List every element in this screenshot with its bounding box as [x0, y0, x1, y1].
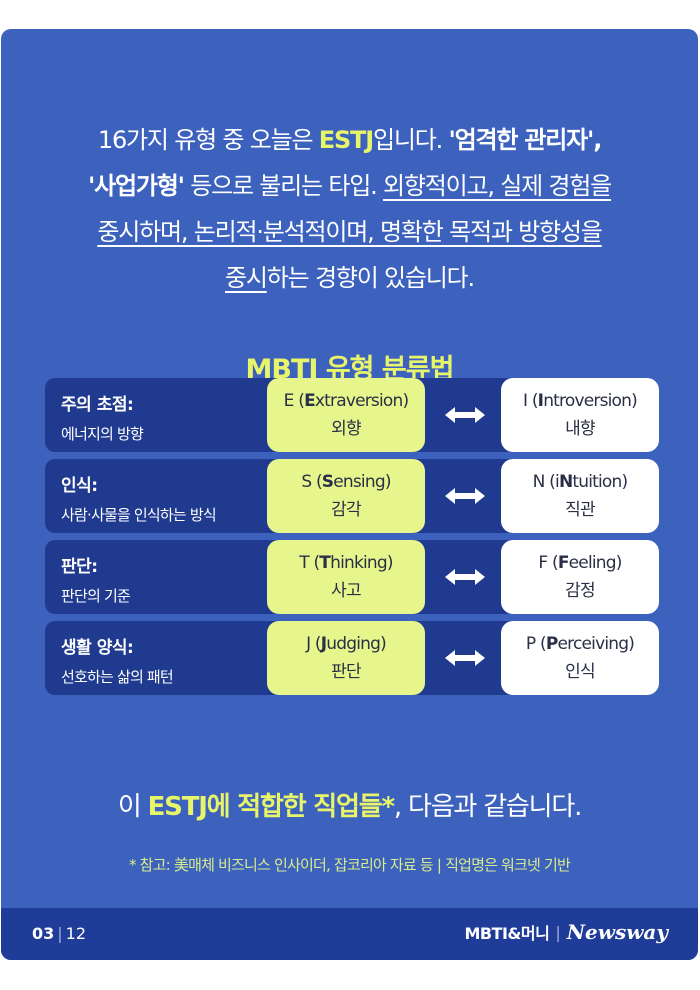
trait-korean: 사고 [331, 581, 361, 601]
trait-letter: F ( [538, 553, 558, 573]
trait-letter: N (i [532, 472, 560, 492]
trait-letter: I ( [523, 391, 538, 411]
trait-letter: S ( [301, 472, 322, 492]
trait-initial: S [321, 472, 334, 492]
nickname: '사업가형' [87, 172, 185, 200]
trait-initial: N [558, 472, 573, 492]
trait-letter: J ( [306, 634, 321, 654]
trait-letter: E ( [283, 391, 305, 411]
jobs-heading-highlight: ESTJ에 적합한 직업들* [147, 792, 395, 822]
trait-name: ntroversion) [543, 391, 638, 411]
trait-initial: J [320, 634, 327, 654]
double-arrow-icon [445, 569, 485, 585]
table-row: 인식: 사람·사물을 인식하는 방식 S (Sensing) 감각 N (iNtu… [45, 459, 659, 533]
double-arrow-icon [445, 488, 485, 504]
dimension-label: 인식: [61, 476, 98, 496]
double-arrow-icon [445, 407, 485, 423]
trait-letter: P ( [525, 634, 547, 654]
jobs-heading-part: 이 [117, 792, 148, 822]
dimension-label: 주의 초점: [61, 395, 134, 415]
table-row: 판단: 판단의 기준 T (Thinking) 사고 F (Feeling) 감정 [45, 540, 659, 614]
trait-korean: 외향 [331, 419, 361, 439]
series-logo: MBTI&머니 [464, 924, 550, 943]
trait-name: xtraversion) [314, 391, 409, 411]
intro-text: 16가지 유형 중 오늘은 ESTJ입니다. '엄격한 관리자', '사업가형'… [1, 117, 698, 301]
trait-initial: E [304, 391, 316, 411]
underlined-text: 중시하며, 논리적·분석적이며, 명확한 목적과 방향성을 [97, 218, 603, 246]
trait-left: E (Extraversion) 외향 [267, 378, 425, 452]
table-row: 생활 양식: 선호하는 삶의 패턴 J (Judging) 판단 P (Perce… [45, 621, 659, 695]
separator: | [555, 922, 561, 942]
current-page: 03 [32, 924, 55, 943]
underlined-text: 외향적이고, 실제 경험을 [382, 172, 612, 200]
trait-right: N (iNtuition) 직관 [501, 459, 659, 533]
trait-right: P (Perceiving) 인식 [501, 621, 659, 695]
trait-korean: 직관 [565, 500, 595, 520]
trait-right: F (Feeling) 감정 [501, 540, 659, 614]
trait-left: T (Thinking) 사고 [267, 540, 425, 614]
newsway-logo: Newsway [566, 920, 668, 944]
footer: 03|12 MBTI&머니|Newsway [1, 908, 698, 960]
jobs-heading-part: , 다음과 같습니다. [393, 792, 583, 822]
nickname: '엄격한 관리자', [448, 126, 602, 154]
trait-name: ensing) [333, 472, 391, 492]
intro-text-part: 등으로 불리는 타입. [183, 172, 383, 200]
card: 16가지 유형 중 오늘은 ESTJ입니다. '엄격한 관리자', '사업가형'… [1, 29, 698, 960]
trait-initial: T [319, 553, 331, 573]
type-highlight: ESTJ [318, 126, 374, 154]
trait-initial: I [537, 391, 544, 411]
trait-korean: 인식 [565, 662, 595, 682]
table-row: 주의 초점: 에너지의 방향 E (Extraversion) 외향 I (Int… [45, 378, 659, 452]
dimension-label: 판단: [61, 557, 98, 577]
trait-left: J (Judging) 판단 [267, 621, 425, 695]
trait-name: udging) [326, 634, 386, 654]
jobs-heading: 이 ESTJ에 적합한 직업들*, 다음과 같습니다. [1, 786, 698, 823]
dimension-desc: 선호하는 삶의 패턴 [61, 668, 174, 686]
separator: | [57, 924, 63, 943]
dimension-desc: 사람·사물을 인식하는 방식 [61, 506, 217, 524]
trait-right: I (Introversion) 내향 [501, 378, 659, 452]
trait-initial: P [545, 634, 558, 654]
dimension-label: 생활 양식: [61, 638, 134, 658]
brand: MBTI&머니 |Newsway [464, 920, 668, 944]
underlined-text: 중시 [225, 264, 268, 292]
total-pages: 12 [65, 924, 87, 943]
trait-letter: T ( [299, 553, 320, 573]
intro-text-part: 16가지 유형 중 오늘은 [97, 126, 319, 154]
trait-korean: 감각 [331, 500, 361, 520]
trait-korean: 감정 [565, 581, 595, 601]
trait-left: S (Sensing) 감각 [267, 459, 425, 533]
trait-initial: F [557, 553, 570, 573]
dimension-desc: 에너지의 방향 [61, 425, 144, 443]
trait-korean: 판단 [331, 662, 361, 682]
page-indicator: 03|12 [32, 924, 86, 943]
trait-name: tuition) [572, 472, 628, 492]
source-note: * 참고: 美매체 비즈니스 인사이더, 잡코리아 자료 등 | 직업명은 워크… [128, 856, 571, 874]
trait-name: hinking) [330, 553, 393, 573]
double-arrow-icon [445, 650, 485, 666]
trait-name: erceiving) [557, 634, 635, 654]
trait-name: eeling) [568, 553, 623, 573]
trait-korean: 내향 [565, 419, 595, 439]
intro-text-part: 하는 경향이 있습니다. [266, 264, 475, 292]
intro-text-part: 입니다. [372, 126, 449, 154]
dimension-desc: 판단의 기준 [61, 587, 131, 605]
